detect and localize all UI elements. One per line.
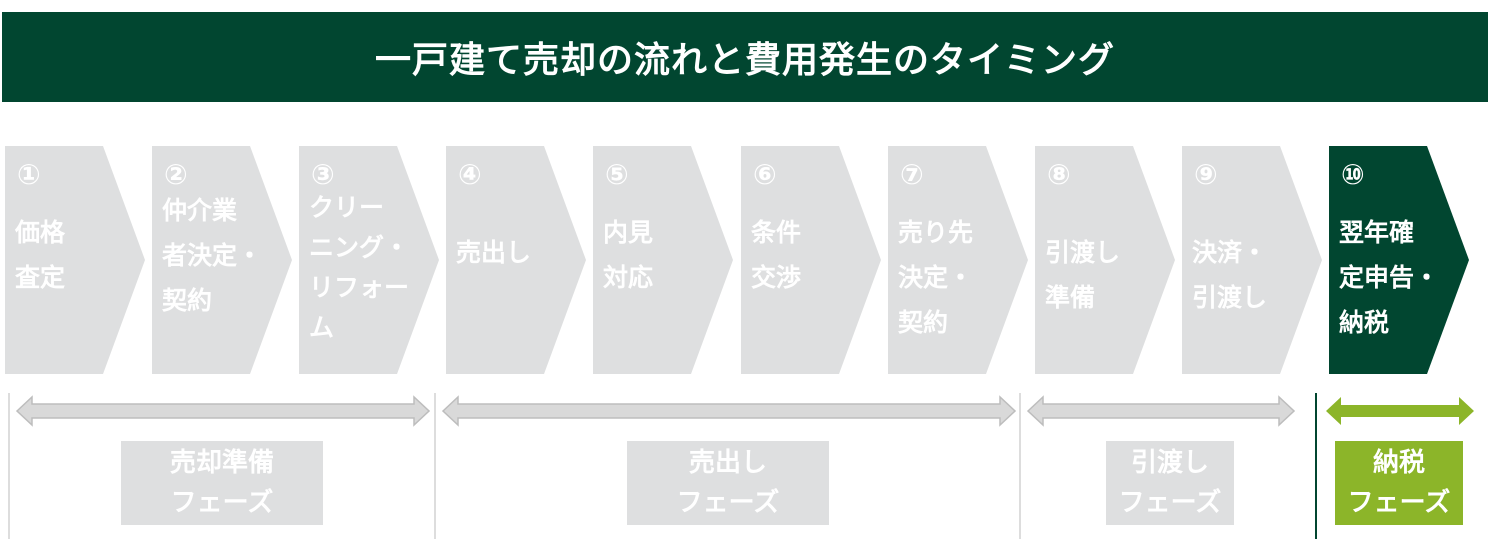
step-1: ① 価格 査定 [5,146,145,374]
step-7: ⑦ 売り先 決定・ 契約 [888,146,1028,374]
step-7-label: 売り先 決定・ 契約 [898,218,974,337]
step-2-label: 仲介業 者決定・ 契約 [162,196,263,315]
step-5-label: 内見 対応 [603,218,654,292]
step-6-label: 条件 交渉 [751,218,802,292]
phase-2-span-arrow [442,395,1016,427]
process-steps: ① 価格 査定 ② 仲介業 者決定・ 契約 ③ クリー ニング・ リフォー ム … [0,146,1494,374]
step-10: ⑩ 翌年確 定申告・ 納税 [1329,146,1469,374]
step-1-number: ① [17,158,41,191]
step-3: ③ クリー ニング・ リフォー ム [299,146,439,374]
step-8: ⑧ 引渡し 準備 [1035,146,1175,374]
step-2-number: ② [164,158,188,191]
step-4: ④ 売出し [446,146,586,374]
step-6-number: ⑥ [753,158,777,191]
step-8-number: ⑧ [1047,158,1071,191]
step-7-number: ⑦ [900,158,924,191]
step-4-number: ④ [458,158,482,191]
page-title: 一戸建て売却の流れと費用発生のタイミング [2,12,1488,102]
step-2: ② 仲介業 者決定・ 契約 [152,146,292,374]
step-9-label: 決済・ 引渡し [1192,238,1268,312]
step-8-label: 引渡し 準備 [1045,238,1121,312]
step-3-label: クリー ニング・ リフォー ム [309,193,410,342]
phase-3-span-arrow [1027,395,1295,427]
phase-divider [1315,393,1317,539]
phase-3-label: 引渡し フェーズ [1106,441,1234,525]
phase-4-label: 納税 フェーズ [1335,441,1463,525]
phase-row: 売却準備 フェーズ 売出し フェーズ 引渡し フェーズ 納税 フェーズ [0,385,1494,539]
step-1-label: 価格 査定 [15,218,66,292]
step-5-number: ⑤ [605,158,629,191]
step-10-label: 翌年確 定申告・ 納税 [1339,218,1440,337]
phase-divider [1019,393,1021,539]
step-4-label: 売出し [456,238,532,267]
step-5: ⑤ 内見 対応 [593,146,733,374]
phase-1-span-arrow [16,395,430,427]
step-10-number: ⑩ [1341,158,1365,191]
step-6: ⑥ 条件 交渉 [741,146,881,374]
phase-divider [8,393,10,539]
phase-1-label: 売却準備 フェーズ [121,441,323,525]
step-9-number: ⑨ [1194,158,1218,191]
phase-4-span-arrow [1326,397,1474,425]
phase-2-label: 売出し フェーズ [627,441,829,525]
step-9: ⑨ 決済・ 引渡し [1182,146,1322,374]
step-3-number: ③ [311,158,335,191]
phase-divider [434,393,436,539]
